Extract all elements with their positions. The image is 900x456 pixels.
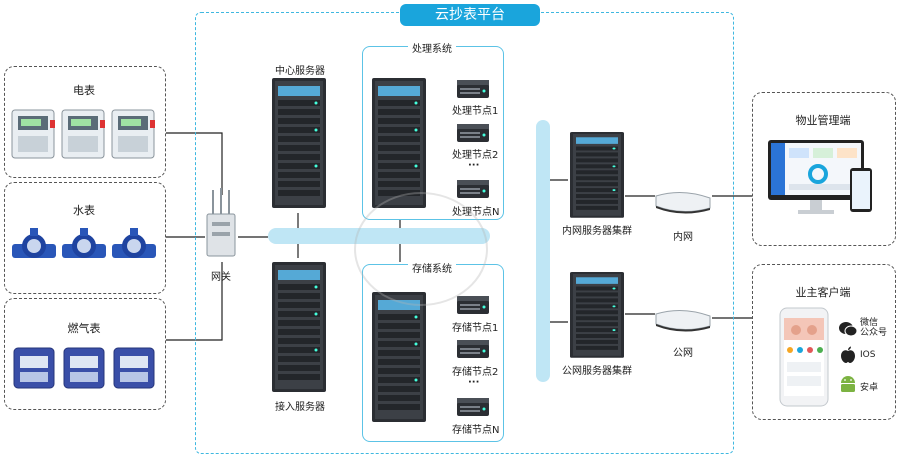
owner-client-title: 业主客户端 [795,286,851,299]
platform-title: 云抄表平台 [400,4,540,26]
smartphone-icon [779,307,829,407]
watermark-seal [354,192,488,306]
storage-node-1-icon [457,296,489,314]
processing-node-2-label: 处理节点2 [452,150,499,161]
gateway-label: 网关 [211,272,231,283]
gateway-icon [206,188,236,257]
access-server-label: 接入服务器 [275,402,325,413]
water-meter-icons [12,228,156,258]
access-server-icon [272,262,326,392]
storage-node-2-icon [457,340,489,358]
android-icon [841,376,855,392]
wechat-label: 微信 公众号 [860,318,888,338]
vertical-bus [536,120,550,382]
gas-meter-icon [13,347,55,389]
gas-meter-icons [13,347,155,389]
electric-meter-icon [111,109,155,159]
processing-node-1-icon [457,80,489,98]
processing-system-title: 处理系统 [408,40,456,55]
public-label: 公网 [673,348,693,359]
ios-label: IOS [860,350,876,360]
storage-node-1-label: 存储节点1 [452,323,499,334]
intranet-cluster-icon [570,132,624,218]
storage-ellipsis: ··· [468,377,480,388]
intranet-router-icon [655,192,711,214]
public-cluster-label: 公网服务器集群 [562,366,632,377]
intranet-label: 内网 [673,232,693,243]
electric-meter-icon [11,109,55,159]
center-server-icon [272,78,326,208]
processing-server-icon [372,78,426,208]
processing-node-2-icon [457,124,489,142]
electric-meter-icon [61,109,105,159]
water-meter-icon [62,228,106,258]
storage-node-2-label: 存储节点2 [452,367,499,378]
processing-node-n-label: 处理节点N [452,207,500,218]
apple-icon [841,346,855,363]
center-server-label: 中心服务器 [275,66,325,77]
gas-meter-label: 燃气表 [67,322,101,335]
water-meter-label: 水表 [73,204,95,217]
water-meter-icon [12,228,56,258]
wechat-icon [839,322,858,337]
water-meter-icon [112,228,156,258]
processing-node-n-icon [457,180,489,198]
storage-node-n-label: 存储节点N [452,425,500,436]
gas-meter-icon [113,347,155,389]
electric-meter-icons [11,109,155,159]
electric-meter-label: 电表 [73,84,95,97]
monitor-dashboard-icon [768,140,872,214]
processing-node-1-label: 处理节点1 [452,106,499,117]
gas-meter-icon [63,347,105,389]
intranet-cluster-label: 内网服务器集群 [562,226,632,237]
storage-node-n-icon [457,398,489,416]
public-cluster-icon [570,272,624,358]
android-label: 安卓 [860,383,879,393]
processing-ellipsis: ··· [468,160,480,171]
property-management-title: 物业管理端 [795,114,851,127]
public-router-icon [655,310,711,332]
storage-server-icon [372,292,426,422]
